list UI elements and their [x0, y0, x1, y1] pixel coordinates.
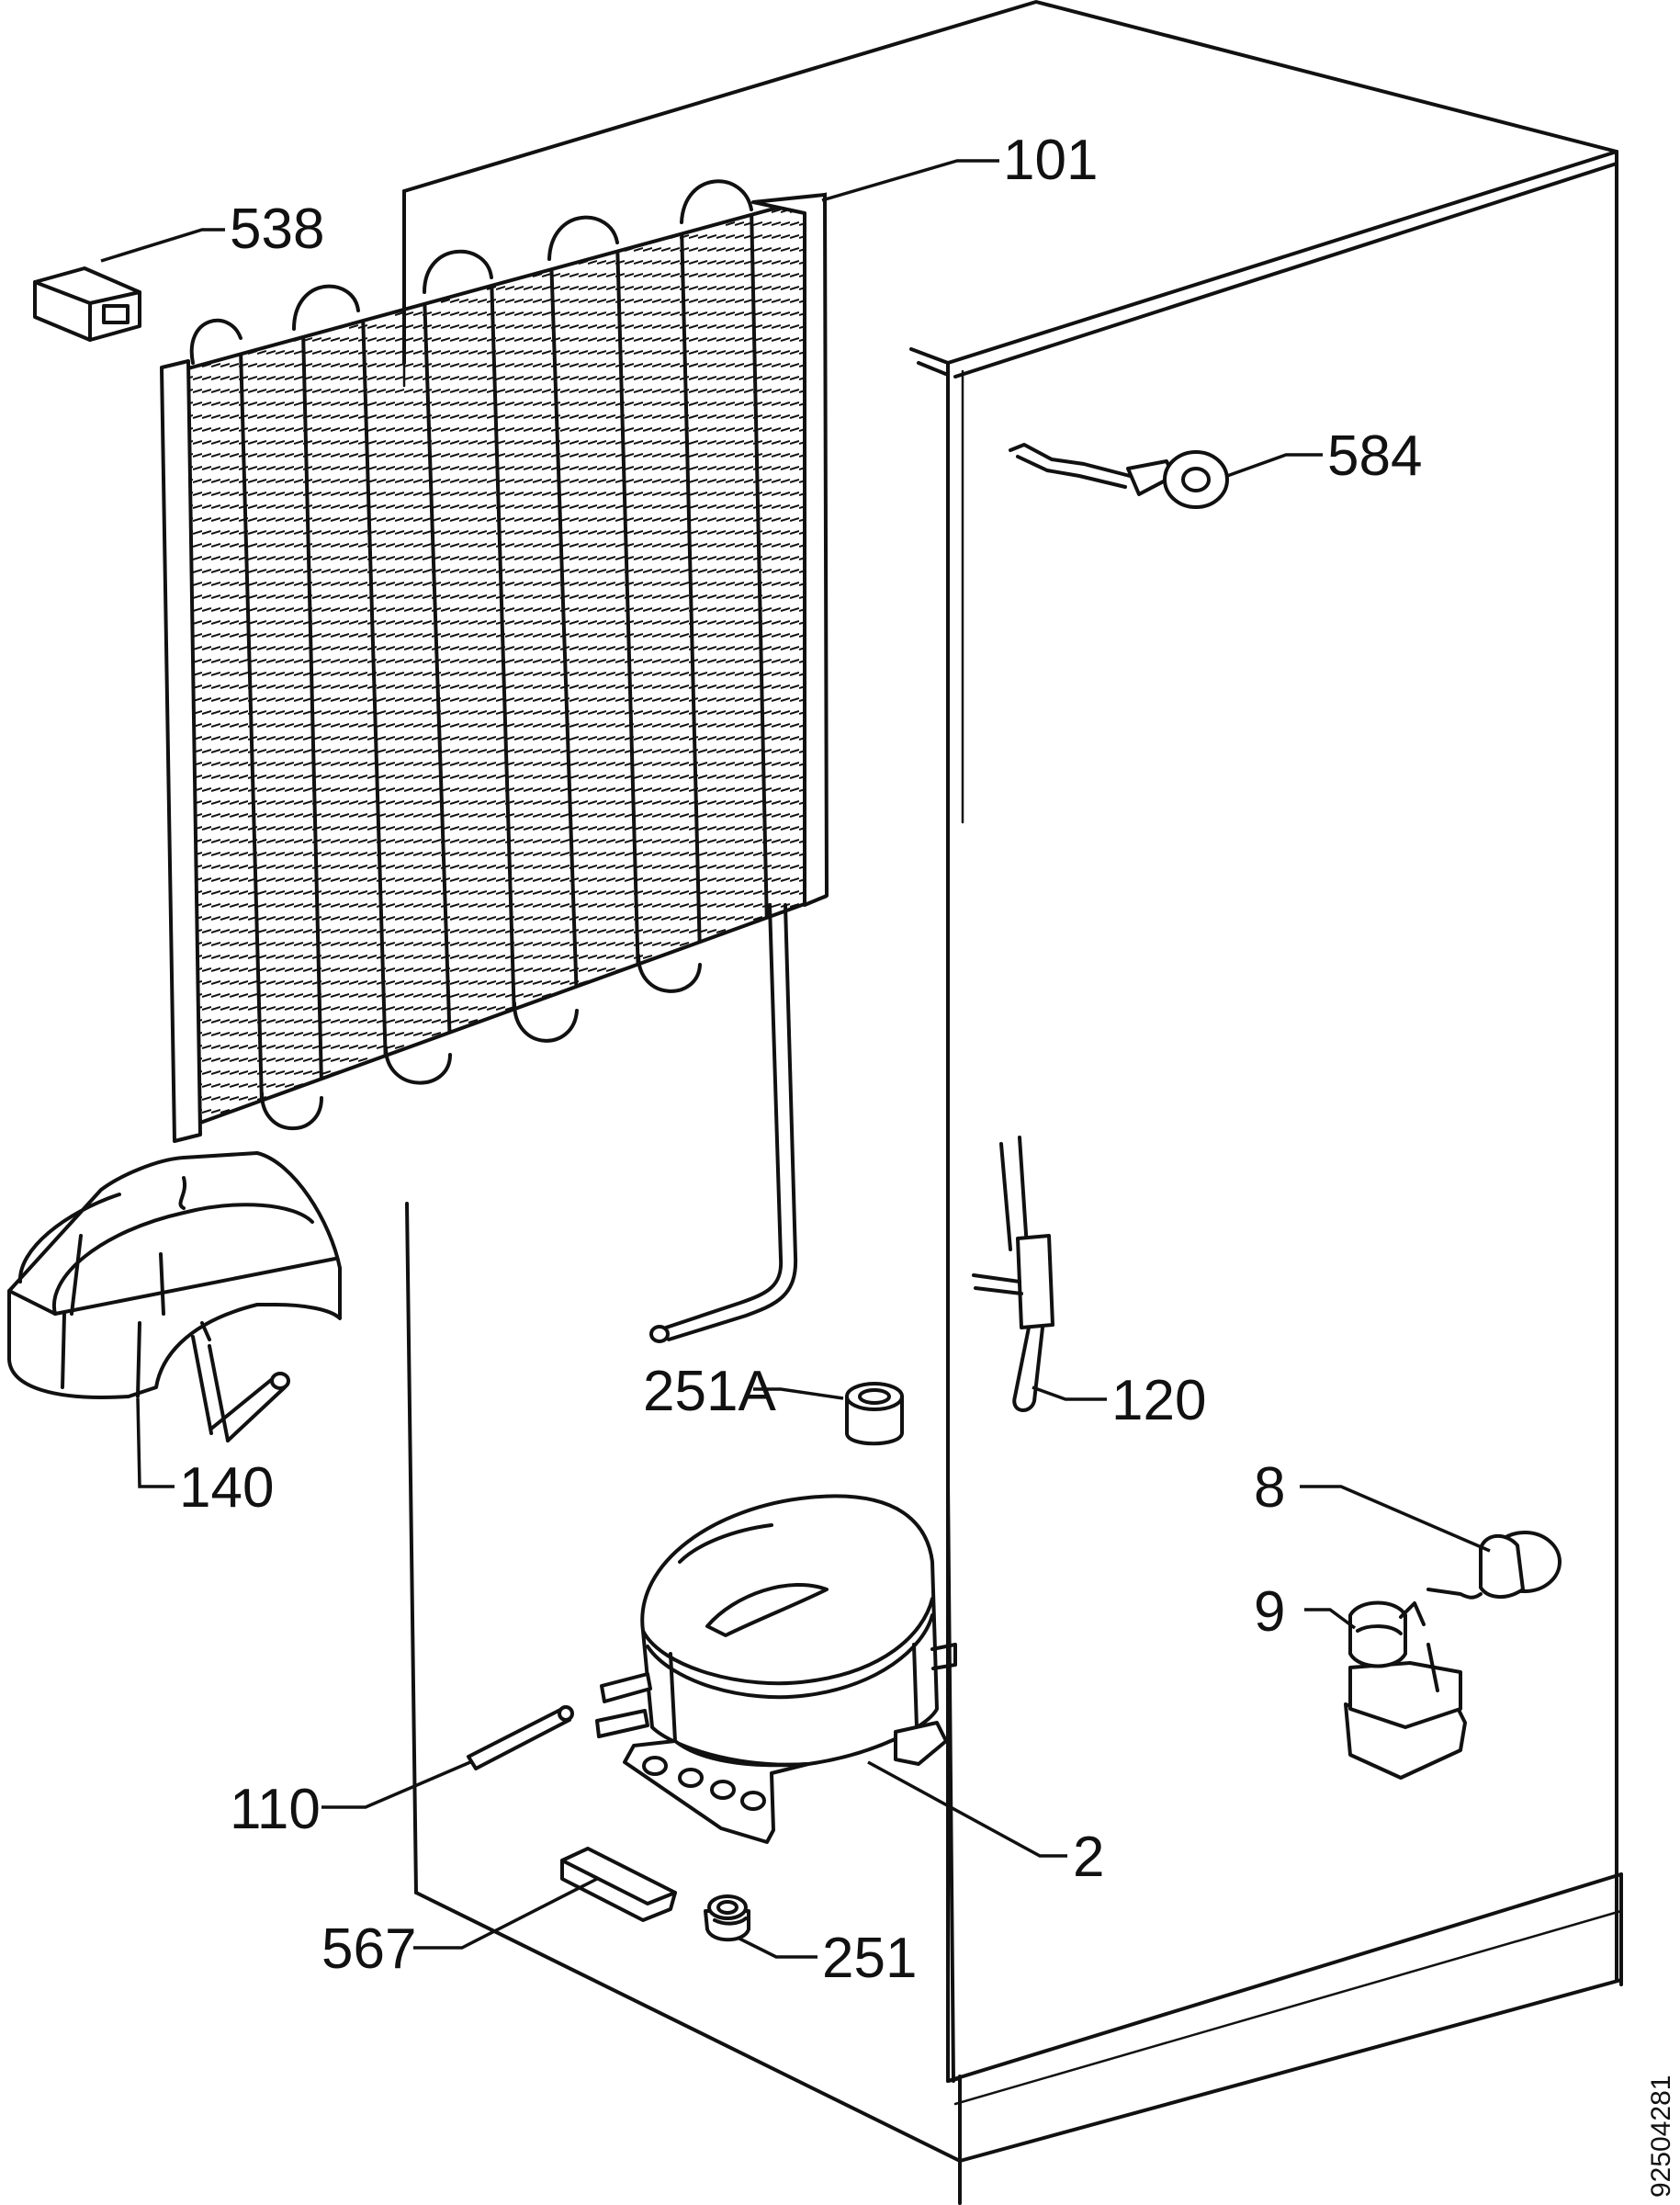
part-9-relay: [1344, 1600, 1467, 1780]
callout-9: 9: [1254, 1580, 1285, 1644]
part-251-grommet: [704, 1894, 750, 1942]
part-567-plate: [560, 1847, 677, 1922]
part-8-light: [1426, 1531, 1562, 1600]
callout-labels: 101 538 584 140 251A 120 8 9 110 2 567 2…: [179, 129, 1422, 1990]
part-538-clip: [33, 266, 141, 342]
part-251a-bushing: [845, 1382, 904, 1446]
part-140-drip-tray: [7, 1151, 342, 1442]
cabinet-outline: [402, 0, 1623, 2205]
part-110-tube: [467, 1705, 574, 1770]
callout-110: 110: [230, 1778, 321, 1841]
callout-584: 584: [1327, 424, 1422, 488]
callout-8: 8: [1254, 1456, 1285, 1520]
callout-567: 567: [321, 1917, 416, 1981]
callout-120: 120: [1111, 1369, 1206, 1432]
part-2-compressor: [595, 1494, 957, 1844]
condenser-grid: [160, 179, 829, 1343]
part-584-key: [1009, 443, 1229, 509]
callout-140: 140: [179, 1456, 274, 1520]
callout-101: 101: [1003, 129, 1098, 192]
callout-251: 251: [822, 1927, 917, 1990]
callout-2: 2: [1073, 1826, 1104, 1889]
callout-538: 538: [230, 198, 324, 261]
document-code: 92504281: [1646, 2075, 1676, 2198]
part-120-sensor: [972, 1136, 1054, 1412]
callout-251a: 251A: [643, 1360, 776, 1423]
leader-lines: [100, 159, 1491, 1959]
